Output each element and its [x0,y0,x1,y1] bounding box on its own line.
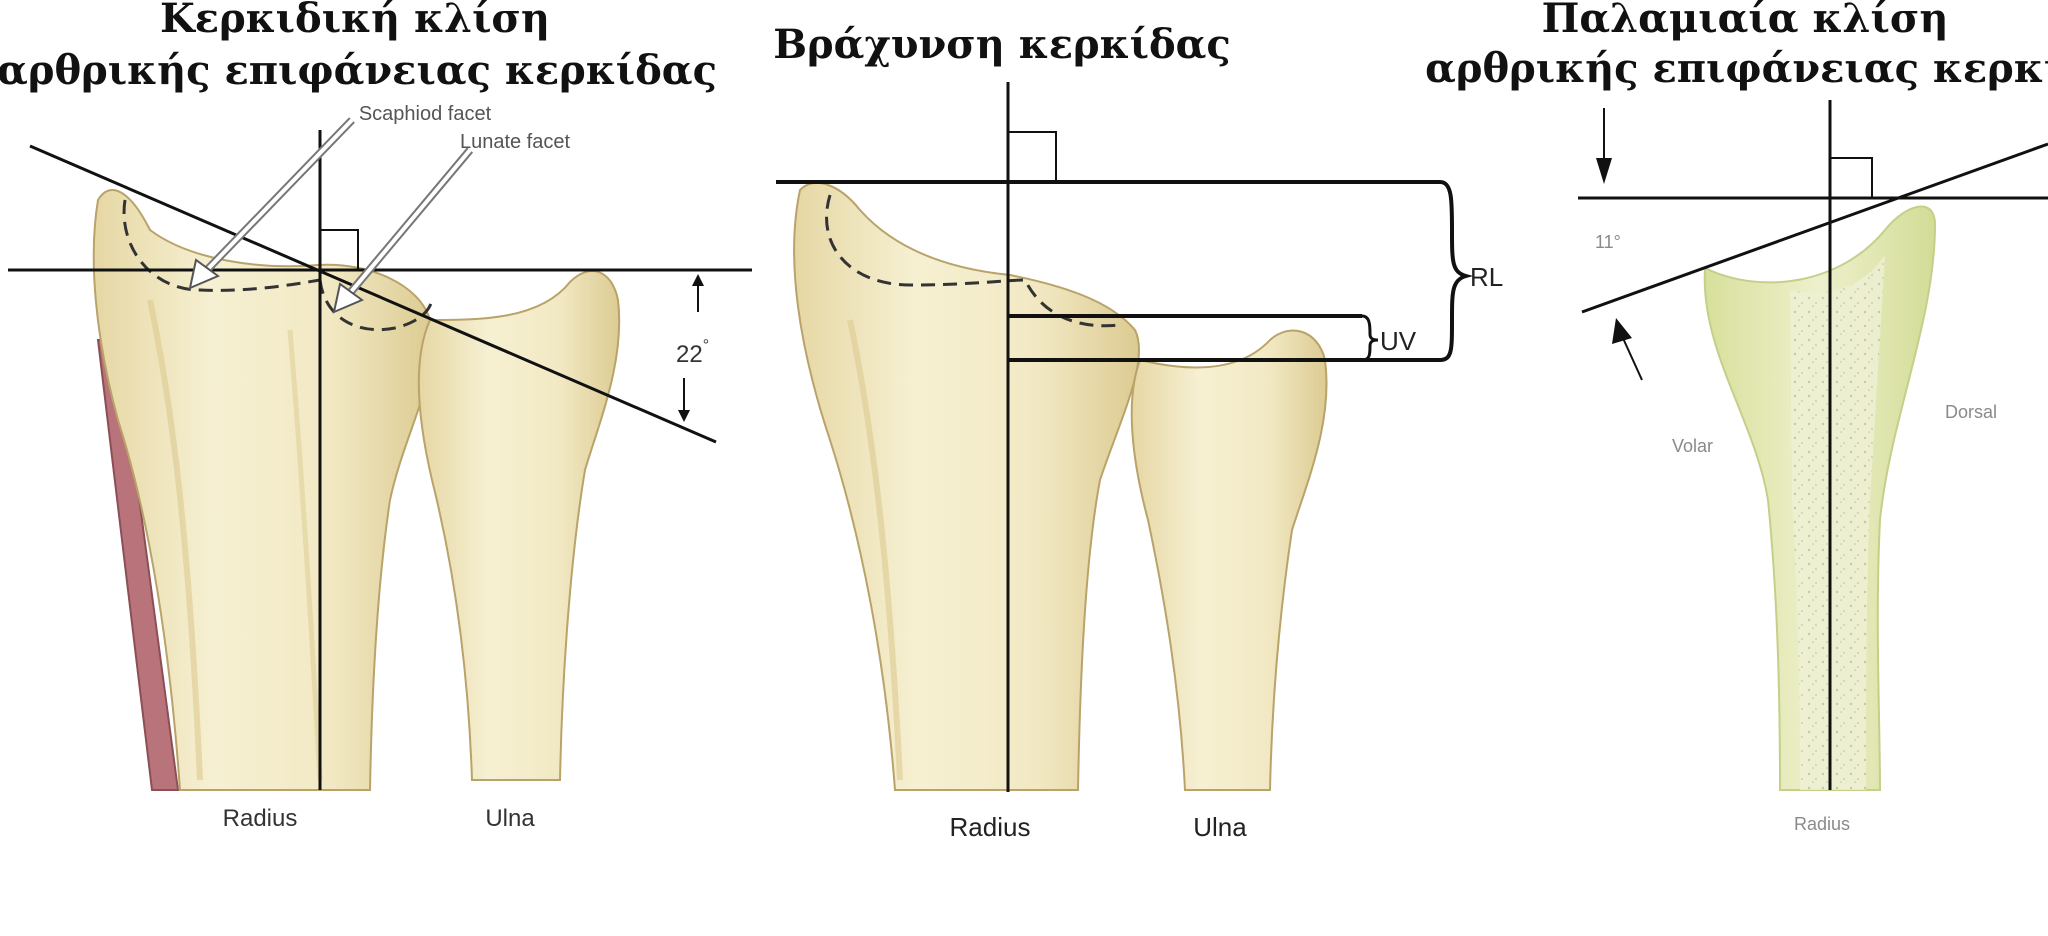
panel-radial-inclination: Κερκιδική κλίση αρθρικής επιφάνειας κερκ… [0,0,752,832]
radius-marrow-texture [1790,255,1885,790]
radius-shading-2 [287,329,323,781]
uv-label: UV [1380,326,1417,356]
tilt-arrowhead-top [1596,158,1612,184]
radial-inclination-line [29,144,717,444]
panel1-title-line1: Κερκιδική κλίση [160,0,550,42]
uv-brace [1361,314,1379,362]
panel2-title: Βράχυνση κερκίδας [773,21,1231,68]
angle-22-value: 22° [676,337,709,368]
ulna-bone-panel2 [1130,329,1328,791]
scaphoid-facet-dash [122,199,321,292]
panel-volar-tilt: Παλαμιαία κλίση αρθρικής επιφάνειας κερκ… [1425,0,2048,834]
angle-arrowhead-bottom [678,410,690,422]
right-angle-marker-3 [1830,157,1873,198]
panel1-title-line2: αρθρικής επιφάνειας κερκίδας [0,47,717,94]
tilt-arrow-bottom [1621,335,1643,381]
panel1-ulna-label: Ulna [485,805,535,832]
rl-brace [1439,180,1474,362]
right-angle-marker-2 [1008,131,1057,182]
radius-shading [147,299,203,781]
radius2-shading [847,319,903,781]
panel2-ulna-label: Ulna [1193,812,1247,842]
dorsal-label: Dorsal [1945,402,1997,422]
rl-label: RL [1470,262,1503,292]
radius-bone-panel2 [793,181,1140,791]
lunate-facet-dash [318,279,434,332]
panel3-radius-label: Radius [1794,814,1850,834]
panel-radial-shortening: Βράχυνση κερκίδας RL UV Radius Ulna [773,21,1503,842]
scaphoid-pointer-inner [203,118,354,274]
tilt-arrowhead-bottom [1612,318,1632,344]
panel1-radius-label: Radius [223,805,298,832]
panel3-title-line1: Παλαμιαία κλίση [1542,0,1949,42]
volar-label: Volar [1672,436,1713,456]
scaphoid-pointer-head [188,258,221,290]
lunate-pointer-inner [348,148,472,295]
ulna-bone-panel1 [417,270,621,781]
radius-bone-panel1 [92,189,433,791]
right-angle-marker [320,229,359,270]
volar-tilt-angle-label: 11° [1595,232,1621,252]
articular-surface-dash [825,194,1121,328]
panel3-title-line2: αρθρικής επιφάνειας κερκίδας [1425,45,2048,92]
panel2-radius-label: Radius [950,812,1031,842]
lunate-facet-label: Lunate facet [460,131,571,153]
lunate-pointer-head [332,282,365,314]
scaphoid-facet-label: Scaphiod facet [359,103,492,125]
volar-tilt-line [1581,142,2048,314]
angle-arrowhead-top [692,274,704,286]
